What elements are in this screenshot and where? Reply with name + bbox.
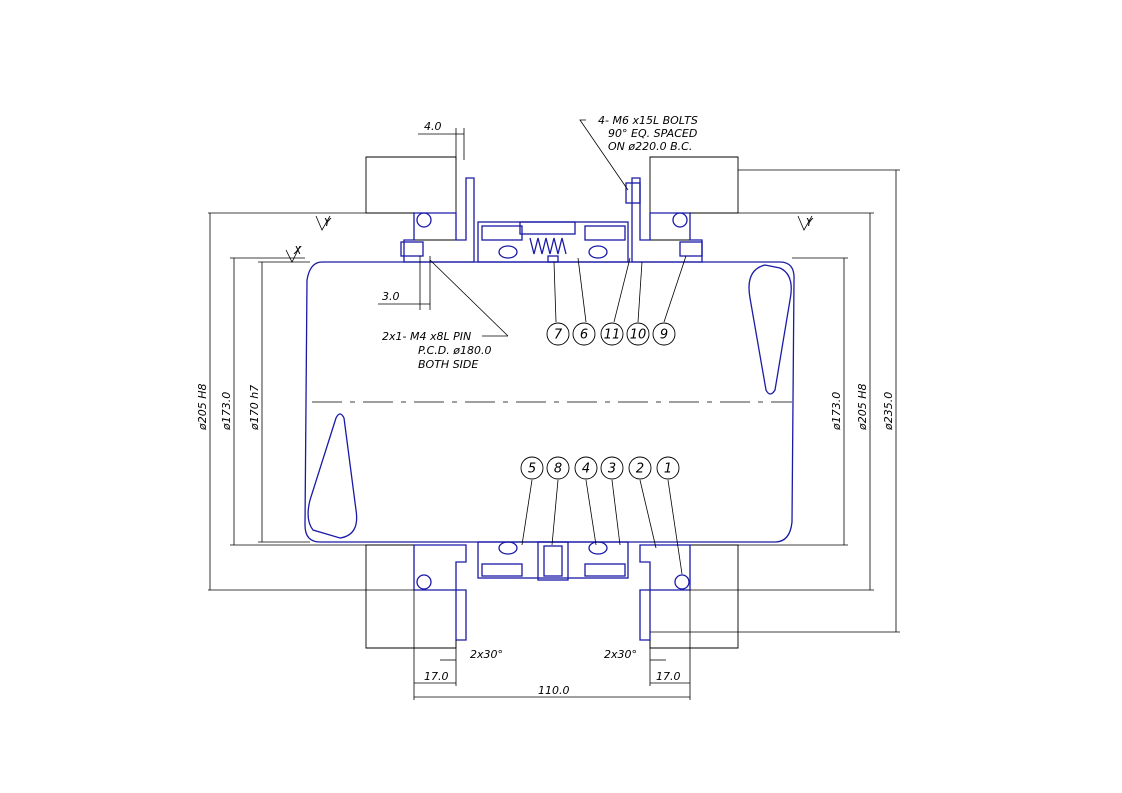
note-bolts-1: 4- M6 x15L BOLTS — [598, 114, 698, 127]
gland-top-right — [625, 177, 703, 263]
dim-205-left: ø205 H8 — [196, 384, 209, 432]
balloon-2: 2 — [628, 456, 652, 480]
dim-width-left: 17.0 — [424, 670, 449, 683]
housing-top-left — [365, 156, 457, 241]
surface-mark-left: Y — [315, 215, 332, 231]
balloon-11: 11 — [600, 322, 624, 346]
balloon-4: 4 — [574, 456, 598, 480]
dim-gap-top: 4.0 — [424, 120, 442, 133]
dim-chamfer-right: 2x30° — [604, 648, 637, 661]
svg-text:11: 11 — [604, 328, 621, 343]
balloon-10: 10 — [626, 322, 650, 346]
balloon-1: 1 — [656, 456, 680, 480]
svg-text:3: 3 — [608, 462, 616, 477]
svg-text:2: 2 — [636, 462, 644, 477]
dim-170-left: ø170 h7 — [248, 385, 261, 431]
svg-text:8: 8 — [554, 462, 562, 477]
note-pin-2: P.C.D. ø180.0 — [418, 344, 491, 357]
housing-bottom-left — [365, 544, 457, 649]
balloon-7: 7 — [546, 322, 570, 346]
note-pin-1: 2x1- M4 x8L PIN — [382, 330, 471, 343]
svg-text:5: 5 — [528, 462, 536, 477]
note-bolts-2: 90° EQ. SPACED — [608, 127, 697, 140]
dim-235-right: ø235.0 — [882, 392, 895, 431]
dimension-lines — [208, 119, 900, 700]
dim-chamfer-left: 2x30° — [470, 648, 503, 661]
gland-bottom-left — [413, 544, 467, 641]
svg-text:6: 6 — [580, 328, 588, 343]
balloon-8: 8 — [546, 456, 570, 480]
svg-text:X: X — [293, 244, 302, 257]
svg-text:10: 10 — [630, 328, 647, 343]
svg-text:9: 9 — [660, 328, 668, 343]
surface-mark-right: Y — [797, 215, 814, 231]
svg-text:Y: Y — [806, 216, 814, 229]
svg-text:4: 4 — [582, 462, 590, 477]
gland-top-left — [400, 177, 475, 263]
svg-text:7: 7 — [554, 328, 563, 343]
balloon-6: 6 — [572, 322, 596, 346]
dim-173-right: ø173.0 — [830, 392, 843, 431]
balloon-5: 5 — [520, 456, 544, 480]
dim-width-right: 17.0 — [656, 670, 681, 683]
dim-pin-offset: 3.0 — [382, 290, 400, 303]
svg-text:1: 1 — [664, 462, 672, 477]
seal-assembly-top — [477, 221, 629, 263]
dim-205-right: ø205 H8 — [856, 384, 869, 432]
svg-text:Y: Y — [324, 216, 332, 229]
seal-assembly-bottom — [477, 541, 629, 581]
surface-mark-shaft: X — [285, 244, 302, 263]
gland-bottom-right — [639, 544, 691, 641]
housing-bottom-right — [649, 544, 739, 649]
housing-top-right — [649, 156, 739, 241]
balloons-bottom: 5 8 4 3 2 1 — [520, 456, 680, 480]
balloons-top: 7 6 11 10 9 — [546, 322, 676, 346]
balloon-9: 9 — [652, 322, 676, 346]
dim-overall-width: 110.0 — [538, 684, 570, 697]
dim-173-left: ø173.0 — [220, 392, 233, 431]
balloon-3: 3 — [600, 456, 624, 480]
shaft — [304, 261, 795, 543]
note-pin-3: BOTH SIDE — [418, 358, 478, 371]
note-bolts-3: ON ø220.0 B.C. — [608, 140, 692, 153]
